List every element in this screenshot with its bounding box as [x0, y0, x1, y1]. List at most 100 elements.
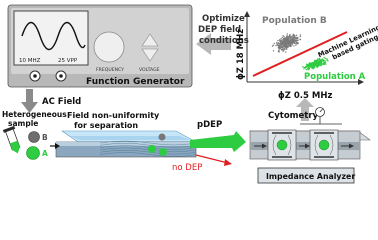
population-a-point	[315, 64, 317, 67]
population-a-point	[312, 63, 315, 65]
population-a-point	[310, 62, 312, 64]
population-b-point	[288, 45, 290, 47]
population-b-point	[282, 50, 284, 52]
population-a-point	[322, 60, 324, 63]
population-b-point	[287, 46, 289, 48]
population-b-point	[293, 41, 295, 43]
cytometer-cell-a-1	[276, 139, 288, 151]
to-plot-arrow	[296, 98, 314, 121]
population-b-point	[286, 45, 288, 47]
population-b-point	[284, 45, 286, 47]
population-b-point	[288, 40, 290, 43]
channel-cell-a-2	[159, 148, 167, 156]
pdep-label: pDEP	[197, 120, 222, 130]
population-b-point	[271, 45, 274, 47]
voltage-down-button[interactable]	[141, 48, 159, 62]
no-dep-arrowhead	[224, 159, 232, 166]
dep-cytometry-diagram: 10 MHZ 25 VPP FREQUENCY VOLTAGE Function…	[2, 4, 378, 184]
population-a-point	[311, 67, 314, 69]
channel-inner-path	[70, 136, 190, 140]
population-b-point	[289, 34, 291, 36]
field-nonuniformity-line1: Field non-uniformity	[67, 111, 160, 120]
population-b-point	[278, 45, 281, 47]
sample-tube-cap	[2, 125, 16, 133]
flow-arrowhead-2	[305, 143, 310, 149]
population-b-point	[273, 42, 275, 45]
population-a-point	[326, 58, 328, 60]
population-b-point	[287, 43, 289, 45]
population-b-point	[288, 36, 291, 38]
function-generator-title: Function Generator	[86, 77, 185, 87]
population-b-point	[280, 44, 282, 46]
population-a-point	[309, 65, 311, 67]
population-b-point	[299, 38, 302, 41]
population-a-point	[311, 66, 313, 68]
inlet-arrowhead	[55, 143, 60, 149]
population-b-point	[296, 41, 299, 44]
population-b-point	[293, 38, 295, 40]
sample-tube-liquid	[9, 140, 20, 154]
population-b-point	[279, 40, 281, 43]
sine-wave	[21, 21, 86, 51]
population-b-point	[279, 39, 281, 41]
population-a-point	[307, 66, 310, 68]
meter-wire	[300, 117, 342, 125]
population-b-point	[278, 51, 280, 53]
population-b-point	[283, 38, 285, 40]
population-a-point	[305, 63, 308, 65]
population-b-point	[280, 38, 282, 40]
voltage-up-button[interactable]	[141, 33, 159, 47]
population-b-point	[280, 48, 282, 50]
population-b-point	[279, 42, 281, 45]
population-a-point	[305, 68, 307, 71]
population-b-point	[289, 37, 292, 39]
population-b-point	[283, 48, 285, 50]
population-a-point	[308, 62, 311, 65]
cell-b-label: B	[42, 133, 48, 142]
population-b-point	[282, 48, 284, 50]
population-a-point	[307, 69, 310, 71]
figure-stage: 10 MHZ 25 VPP FREQUENCY VOLTAGE Function…	[2, 4, 378, 184]
population-a-point	[302, 66, 304, 68]
population-b-point	[297, 37, 299, 39]
population-b-point	[299, 34, 302, 36]
population-a-point	[316, 63, 319, 65]
population-b-point	[282, 41, 284, 44]
population-a-point	[320, 62, 323, 65]
population-a-point	[309, 64, 311, 66]
population-b-point	[287, 37, 289, 39]
population-a-point	[306, 68, 309, 70]
population-a-point	[305, 66, 308, 68]
no-dep-label: no DEP	[172, 163, 202, 173]
population-b-point	[278, 50, 280, 52]
population-a-point	[318, 62, 321, 64]
population-b-point	[280, 46, 282, 48]
impedance-analyzer-box	[257, 167, 355, 184]
cell-a-label: A	[42, 149, 48, 158]
population-a-point	[315, 61, 317, 64]
population-a-point	[316, 65, 318, 68]
impedance-analyzer-label: Impedance Analyzer	[266, 172, 355, 181]
pdep-arrow	[190, 131, 246, 152]
population-b-point	[287, 38, 289, 41]
population-a-point	[315, 59, 317, 62]
population-a-point	[308, 68, 310, 70]
population-a-point	[318, 64, 320, 67]
optimize-feedback: Optimize DEP field conditions	[196, 14, 249, 55]
population-b-point	[293, 34, 296, 36]
optimize-arrow	[196, 33, 231, 55]
impedance-cytometer: Impedance Analyzer	[249, 107, 371, 184]
frequency-knob[interactable]	[93, 31, 125, 63]
population-b-point	[296, 36, 298, 39]
population-b-point	[284, 47, 287, 49]
ac-field-step: AC Field	[21, 89, 81, 113]
field-nonuniformity-line2: for separation	[74, 121, 138, 130]
population-b-label: Population B	[262, 16, 327, 26]
population-a-cluster	[302, 56, 329, 71]
population-b-point	[295, 34, 298, 37]
population-b-point	[291, 44, 293, 46]
population-a-point	[323, 56, 325, 59]
population-a-point	[324, 60, 326, 62]
population-b-point	[283, 36, 285, 38]
population-b-point	[272, 50, 275, 52]
